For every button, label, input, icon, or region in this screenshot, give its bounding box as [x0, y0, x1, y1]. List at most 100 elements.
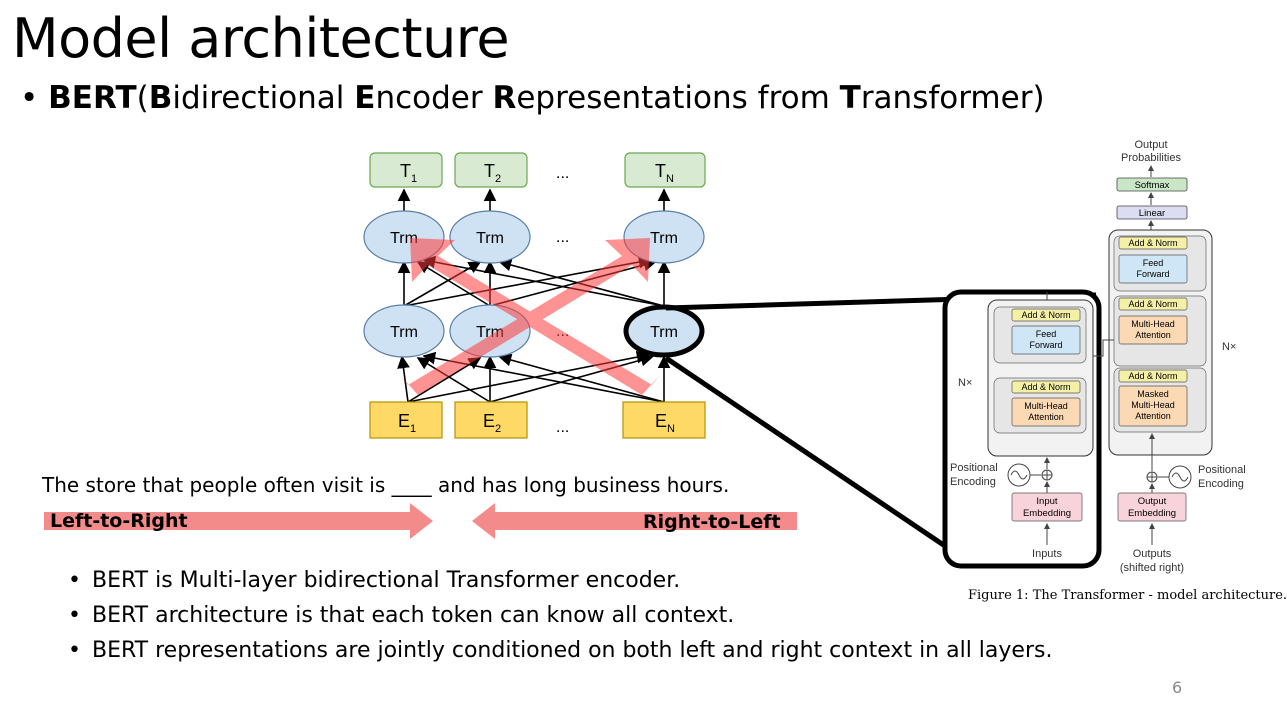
decoder-feed-forward-line1: Feed — [1143, 258, 1164, 268]
input-ellipsis: ... — [556, 419, 569, 436]
linear-box — [1116, 205, 1188, 220]
decoder-positional-line1: Positional — [1198, 464, 1246, 476]
output-token-t1-box — [369, 152, 443, 188]
softmax-box — [1116, 177, 1188, 192]
trm-upper-ellipsis: ... — [556, 229, 569, 246]
page-number: 6 — [1172, 678, 1183, 697]
input-token-e1: E1 — [398, 411, 416, 435]
trm-upper-2 — [449, 210, 531, 264]
encoder-feed-forward-line2: Forward — [1029, 340, 1062, 350]
subtitle-part-r: R — [492, 80, 517, 116]
decoder-mha-line2: Attention — [1135, 330, 1171, 340]
output-token-t2: T2 — [484, 161, 501, 185]
input-token-en: EN — [655, 411, 675, 435]
left-to-right-arrow — [44, 503, 433, 539]
subtitle-part-bert: BERT — [48, 80, 137, 116]
decoder-add-norm-3 — [1118, 236, 1188, 250]
output-probabilities-line2: Probabilities — [1121, 152, 1181, 164]
bert-diagram: T1 T2 TN ... Trm Trm Trm ... Trm Trm Trm… — [363, 152, 706, 439]
bullet-item: BERT is Multi-layer bidirectional Transf… — [68, 563, 1052, 598]
inputs-label: Inputs — [1032, 548, 1062, 560]
input-embedding-box — [1011, 492, 1083, 522]
encoder-add-norm-2-label: Add & Norm — [1021, 310, 1070, 320]
subtitle-part-b: B — [148, 80, 173, 116]
decoder-add-norm-3-label: Add & Norm — [1128, 238, 1177, 248]
decoder-add-norm-1 — [1118, 369, 1188, 383]
input-token-e1-box — [369, 401, 443, 439]
softmax-label: Softmax — [1135, 180, 1170, 191]
bullet-item: BERT representations are jointly conditi… — [68, 633, 1052, 668]
decoder-positional-line2: Encoding — [1198, 478, 1244, 490]
trm-lower-2 — [449, 304, 531, 358]
figure-caption: Figure 1: The Transformer - model archit… — [968, 588, 1287, 603]
input-token-e2: E2 — [483, 411, 501, 435]
encoder-nx-label: N× — [958, 377, 972, 389]
bullet-list: BERT is Multi-layer bidirectional Transf… — [68, 563, 1052, 668]
encoder-feed-forward-line1: Feed — [1036, 329, 1057, 339]
bidirectional-cross-arrows — [400, 238, 660, 395]
transformer-figure: Output Probabilities Softmax Linear N× A… — [942, 139, 1246, 574]
decoder-mha-line1: Multi-Head — [1131, 319, 1175, 329]
decoder-multi-head-attention — [1118, 315, 1188, 345]
output-ellipsis: ... — [556, 165, 569, 182]
subtitle-part-idirectional: idirectional — [172, 80, 355, 116]
output-embedding-line1: Output — [1138, 496, 1167, 507]
linear-label: Linear — [1139, 208, 1165, 219]
trm-lower-1-label: Trm — [390, 324, 418, 341]
subtitle-part-paren: ( — [136, 80, 149, 116]
outputs-label: Outputs — [1133, 548, 1172, 560]
subtitle-part-t: T — [839, 80, 861, 116]
subtitle-part-ransformer: ransformer) — [860, 80, 1045, 116]
example-sentence: The store that people often visit is ___… — [42, 473, 730, 497]
output-token-t2-box — [454, 152, 528, 188]
decoder-masked-mha-line1: Masked — [1137, 389, 1169, 399]
decoder-masked-mha-line2: Multi-Head — [1131, 400, 1175, 410]
encoder-add-norm-1 — [1011, 380, 1081, 394]
decoder-nx-label: N× — [1222, 341, 1236, 353]
input-embedding-line2: Embedding — [1023, 508, 1071, 519]
bullet-item: BERT architecture is that each token can… — [68, 598, 1052, 633]
decoder-add-norm-2 — [1118, 297, 1188, 311]
decoder-feed-forward-line2: Forward — [1136, 269, 1169, 279]
subtitle-part-ncoder: ncoder — [375, 80, 493, 116]
subtitle-part-e: E — [354, 80, 376, 116]
trm-lower-n-highlighted — [623, 304, 705, 358]
trm-upper-2-label: Trm — [476, 230, 504, 247]
cross-arrow-up-left — [410, 238, 660, 395]
encoder-feed-forward — [1011, 325, 1081, 355]
input-token-en-box — [622, 401, 706, 439]
encoder-mha-line2: Attention — [1028, 412, 1064, 422]
output-embedding-box — [1117, 492, 1187, 522]
output-probabilities-line1: Output — [1134, 139, 1167, 151]
trm-lower-1 — [363, 304, 445, 358]
left-to-right-label: Left-to-Right — [50, 510, 188, 532]
output-token-tn: TN — [655, 161, 674, 185]
decoder-masked-mha-line3: Attention — [1135, 411, 1171, 421]
decoder-add-norm-1-label: Add & Norm — [1128, 371, 1177, 381]
right-to-left-arrow — [472, 503, 797, 539]
input-token-e2-box — [454, 401, 528, 439]
decoder-add-norm-2-label: Add & Norm — [1128, 299, 1177, 309]
output-embedding-line2: Embedding — [1128, 508, 1176, 519]
output-token-tn-box — [624, 152, 706, 188]
decoder-masked-mha — [1118, 385, 1188, 427]
output-token-t1: T1 — [400, 161, 417, 185]
encoder-mha-line1: Multi-Head — [1024, 401, 1068, 411]
encoder-add-norm-2 — [1011, 308, 1081, 322]
trm-lower-n-label: Trm — [650, 324, 678, 341]
decoder-feed-forward — [1118, 254, 1188, 284]
bert-output-connections — [397, 188, 671, 212]
right-to-left-label: Right-to-Left — [643, 511, 781, 533]
slide-title: Model architecture — [12, 7, 510, 70]
encoder-positional-line2: Encoding — [950, 476, 996, 488]
input-embedding-line1: Input — [1036, 496, 1057, 507]
subtitle-bullet: • — [20, 80, 39, 116]
encoder-multi-head-attention — [1011, 397, 1081, 427]
subtitle-part-epresentations: epresentations from — [516, 80, 840, 116]
outputs-shifted-label: (shifted right) — [1120, 562, 1184, 574]
encoder-add-norm-1-label: Add & Norm — [1021, 382, 1070, 392]
zoom-line-bottom — [664, 355, 950, 551]
slide-subtitle: • BERT(Bidirectional Encoder Representat… — [20, 78, 1045, 118]
encoder-positional-line1: Positional — [950, 462, 998, 474]
